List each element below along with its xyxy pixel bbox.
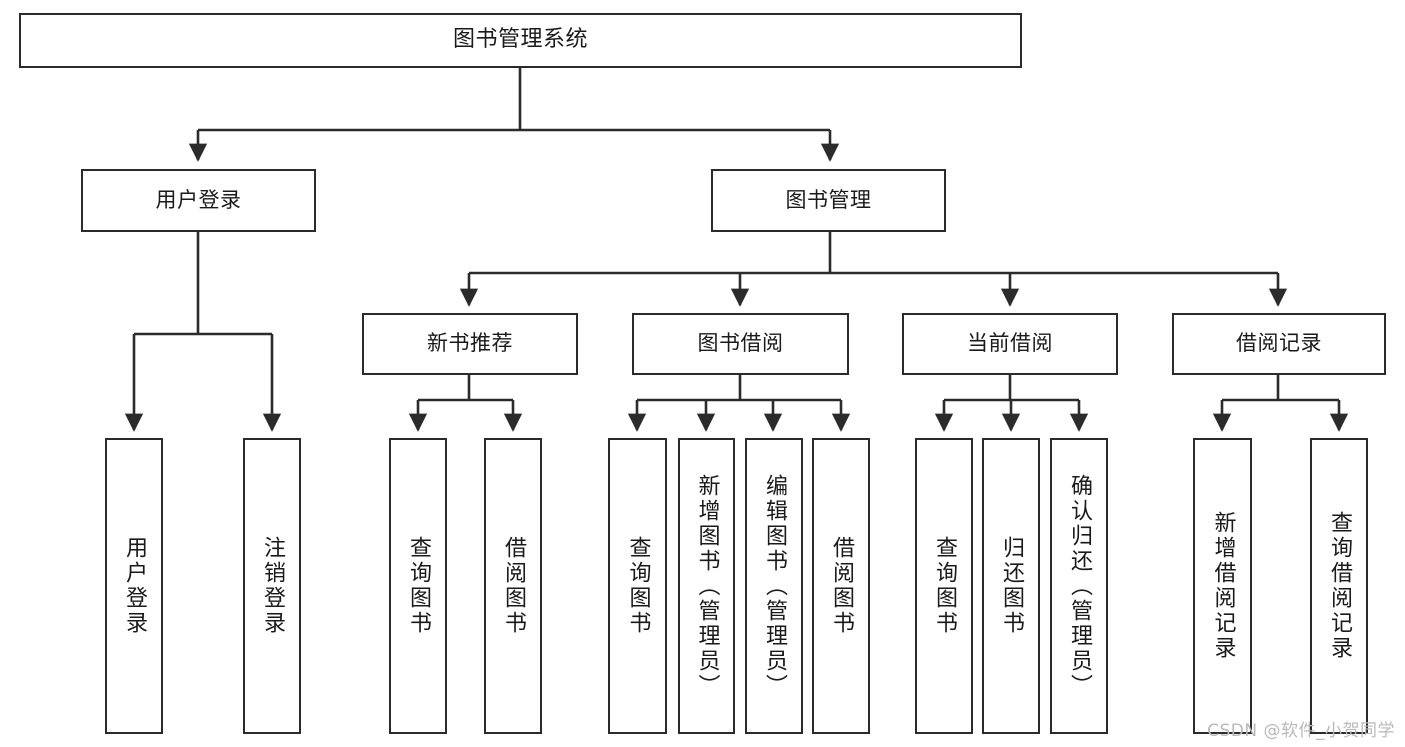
- node-label: 编辑图书（管理员）: [762, 473, 787, 699]
- node-label: 查询图书: [406, 536, 431, 636]
- node-label: 归还图书: [999, 536, 1024, 636]
- node-label: 借阅图书: [501, 536, 526, 636]
- node-leaf-add-borrow-record[interactable]: 新增借阅记录: [1193, 438, 1252, 734]
- node-borrow-records[interactable]: 借阅记录: [1172, 313, 1386, 375]
- node-user-login[interactable]: 用户登录: [81, 169, 316, 232]
- node-leaf-borrow-books[interactable]: 借阅图书: [812, 438, 870, 734]
- node-label: 注销登录: [260, 536, 285, 636]
- node-label: 查询图书: [932, 536, 957, 636]
- node-label: 当前借阅: [967, 331, 1053, 356]
- node-label: 新书推荐: [427, 331, 513, 356]
- node-new-book-recommendation[interactable]: 新书推荐: [362, 313, 578, 375]
- node-current-borrowing[interactable]: 当前借阅: [902, 313, 1118, 375]
- node-label: 用户登录: [122, 536, 147, 636]
- node-label: 借阅图书: [829, 536, 854, 636]
- node-book-management[interactable]: 图书管理: [711, 169, 946, 232]
- node-leaf-edit-book-admin[interactable]: 编辑图书（管理员）: [745, 438, 803, 734]
- node-leaf-query-books-current[interactable]: 查询图书: [915, 438, 973, 734]
- node-label: 用户登录: [155, 187, 242, 212]
- node-label: 确认归还（管理员）: [1067, 473, 1092, 699]
- node-label: 图书管理: [785, 187, 872, 212]
- watermark-text: CSDN @软件_小贺同学: [1207, 721, 1395, 741]
- node-leaf-logout[interactable]: 注销登录: [243, 438, 301, 734]
- node-label: 查询图书: [625, 536, 651, 636]
- node-label: 新增借阅记录: [1210, 511, 1236, 661]
- node-leaf-confirm-return-admin[interactable]: 确认归还（管理员）: [1050, 438, 1108, 734]
- node-book-borrowing[interactable]: 图书借阅: [632, 313, 849, 375]
- node-root-system[interactable]: 图书管理系统: [19, 13, 1022, 68]
- node-leaf-return-books[interactable]: 归还图书: [982, 438, 1040, 734]
- node-leaf-add-book-admin[interactable]: 新增图书（管理员）: [678, 438, 735, 734]
- node-leaf-query-books-new[interactable]: 查询图书: [389, 438, 447, 734]
- node-label: 新增图书（管理员）: [694, 473, 720, 699]
- node-label: 图书管理系统: [452, 27, 588, 53]
- node-leaf-query-borrow-record[interactable]: 查询借阅记录: [1310, 438, 1368, 734]
- node-leaf-user-login[interactable]: 用户登录: [105, 438, 163, 734]
- node-label: 图书借阅: [697, 331, 784, 356]
- node-label: 查询借阅记录: [1327, 511, 1352, 661]
- node-label: 借阅记录: [1236, 331, 1322, 356]
- node-leaf-query-books-borrow[interactable]: 查询图书: [608, 438, 667, 734]
- node-leaf-borrow-books-new[interactable]: 借阅图书: [484, 438, 542, 734]
